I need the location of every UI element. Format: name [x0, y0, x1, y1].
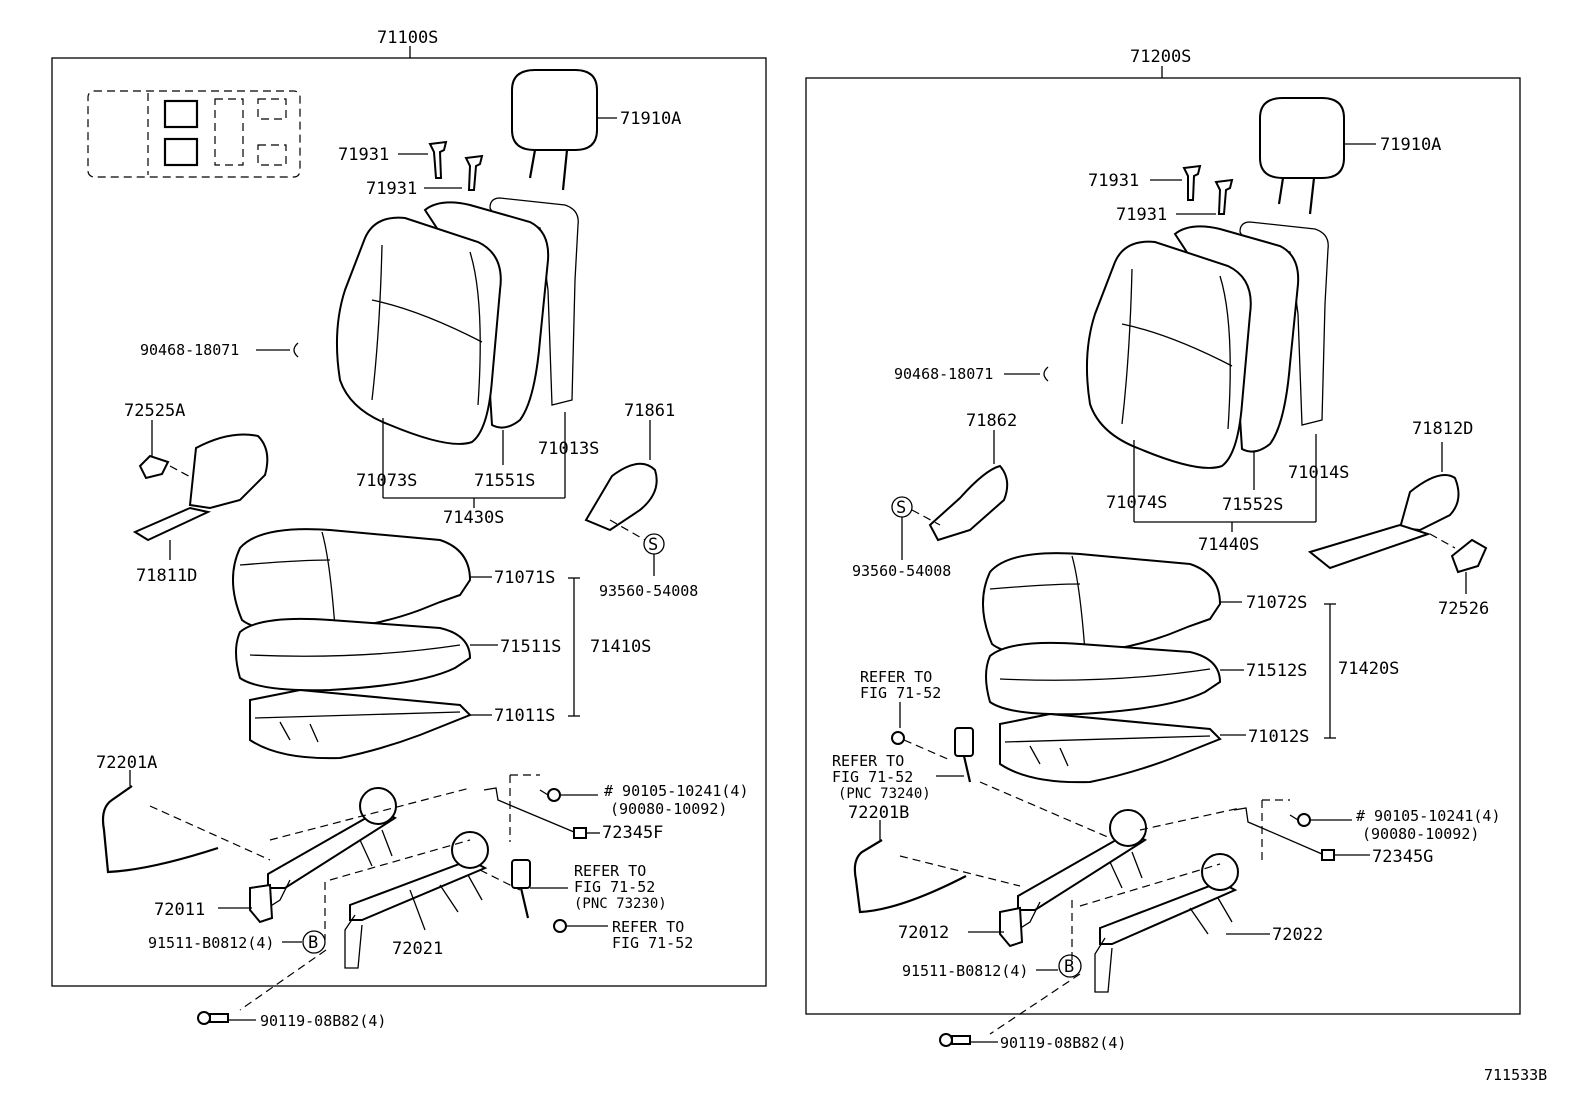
right-wire	[853, 781, 1111, 914]
left-refer1-line1[interactable]: REFER TO	[574, 862, 646, 880]
right-headrest-guides	[1150, 164, 1234, 215]
left-assembly-frame	[51, 57, 767, 987]
left-back-pad-label[interactable]: 71551S	[474, 471, 535, 491]
right-screw-label[interactable]: 93560-54008	[852, 562, 951, 580]
right-back-frame-label[interactable]: 71014S	[1288, 463, 1349, 483]
right-shield	[891, 430, 1009, 560]
right-bolt-a-label[interactable]: # 90105-10241(4)	[1356, 807, 1501, 825]
left-refer1-line3[interactable]: (PNC 73230)	[574, 896, 667, 912]
right-b-mark: B	[1064, 957, 1074, 977]
right-refer1-line2[interactable]: FIG 71-52	[860, 684, 941, 702]
right-adjuster-inner-label[interactable]: 72022	[1272, 925, 1323, 945]
left-b-mark: B	[308, 933, 318, 953]
left-shield-label[interactable]: 71861	[624, 401, 675, 421]
right-back-assy-label[interactable]: 71440S	[1198, 535, 1259, 555]
right-bottom-bolt	[939, 1033, 998, 1047]
right-headrest	[1259, 97, 1376, 215]
left-bottom-bolt	[197, 1011, 256, 1025]
left-cover-outer-label[interactable]: 71811D	[136, 566, 197, 586]
right-b-mark-circle	[1058, 954, 1082, 978]
left-refer2-line1[interactable]: REFER TO	[612, 918, 684, 936]
left-b-mark-circle	[302, 930, 326, 954]
left-seat-back	[335, 197, 579, 445]
left-cushion-frame-label[interactable]: 71011S	[494, 706, 555, 726]
right-assembly-label[interactable]: 71200S	[1130, 47, 1191, 67]
left-adjuster-outer-label[interactable]: 72011	[154, 900, 205, 920]
right-rod-label[interactable]: 72345G	[1372, 847, 1433, 867]
right-cushion-pad-label[interactable]: 71512S	[1246, 661, 1307, 681]
right-seat-back	[1085, 221, 1329, 469]
right-refer2-line3[interactable]: (PNC 73240)	[838, 786, 931, 802]
right-cushion-cover-label[interactable]: 71072S	[1246, 593, 1307, 613]
left-guide-1-label[interactable]: 71931	[338, 145, 389, 165]
left-b-bolt-label[interactable]: 91511-B0812(4)	[148, 934, 274, 952]
left-cushion-pad-label[interactable]: 71511S	[500, 637, 561, 657]
left-bolt-b-label[interactable]: (90080-10092)	[610, 800, 727, 818]
right-b-bolt-label[interactable]: 91511-B0812(4)	[902, 962, 1028, 980]
right-seat-assembly: 71200S 71910A 71931 71931	[805, 47, 1521, 1052]
right-back-pad-label[interactable]: 71552S	[1222, 495, 1283, 515]
right-hinge-cover	[1307, 442, 1488, 594]
left-seat-assembly: 71100S 71910A 71931 71931	[51, 28, 767, 1030]
left-rod-label[interactable]: 72345F	[602, 823, 663, 843]
left-assembly-label[interactable]: 71100S	[377, 28, 438, 48]
right-adjuster-outer-label[interactable]: 72012	[898, 923, 949, 943]
right-hinge-cap-label[interactable]: 72526	[1438, 599, 1489, 619]
left-adjusters	[218, 787, 521, 969]
figure-id: 711533B	[1484, 1066, 1547, 1084]
right-bottom-bolt-label[interactable]: 90119-08B82(4)	[1000, 1034, 1126, 1052]
left-shield	[584, 420, 665, 576]
right-shield-label[interactable]: 71862	[966, 411, 1017, 431]
left-headrest	[511, 69, 617, 191]
left-refer1-line2[interactable]: FIG 71-52	[574, 878, 655, 896]
left-headrest-guides	[398, 140, 484, 191]
left-guide-2-label[interactable]: 71931	[366, 179, 417, 199]
left-hinge-cap-label[interactable]: 72525A	[124, 401, 185, 421]
right-cushion-assy-label[interactable]: 71420S	[1338, 659, 1399, 679]
left-screw-label[interactable]: 93560-54008	[599, 582, 698, 600]
left-hinge-cover	[132, 420, 269, 560]
right-assembly-frame	[805, 77, 1521, 1015]
right-buckle	[891, 727, 974, 783]
right-seat-cushion	[981, 552, 1222, 784]
right-adjusters	[968, 807, 1270, 993]
right-cushion-frame-label[interactable]: 71012S	[1248, 727, 1309, 747]
right-s-mark: S	[896, 498, 906, 518]
left-cushion-cover-label[interactable]: 71071S	[494, 568, 555, 588]
right-guide-1-label[interactable]: 71931	[1088, 171, 1139, 191]
left-back-assy-label[interactable]: 71430S	[443, 508, 504, 528]
right-rod-and-bolts	[1233, 799, 1370, 862]
right-refer2-line2[interactable]: FIG 71-52	[832, 768, 913, 786]
left-adjuster-inner-label[interactable]: 72021	[392, 939, 443, 959]
right-bolt-b-label[interactable]: (90080-10092)	[1362, 825, 1479, 843]
right-back-cover-label[interactable]: 71074S	[1106, 493, 1167, 513]
left-wire	[101, 770, 271, 874]
left-back-frame-label[interactable]: 71013S	[538, 439, 599, 459]
left-bottom-bolt-label[interactable]: 90119-08B82(4)	[260, 1012, 386, 1030]
left-buckle	[511, 859, 608, 933]
left-cushion-assy-label[interactable]: 71410S	[590, 637, 651, 657]
left-s-mark: S	[648, 535, 658, 555]
right-wire-label[interactable]: 72201B	[848, 803, 909, 823]
right-cover-outer-label[interactable]: 71812D	[1412, 419, 1473, 439]
left-back-cover-label[interactable]: 71073S	[356, 471, 417, 491]
left-wire-label[interactable]: 72201A	[96, 753, 157, 773]
left-refer2-line2[interactable]: FIG 71-52	[612, 934, 693, 952]
right-guide-2-label[interactable]: 71931	[1116, 205, 1167, 225]
left-bolt-a-label[interactable]: # 90105-10241(4)	[604, 782, 749, 800]
left-headrest-label[interactable]: 71910A	[620, 109, 681, 129]
left-rod-and-bolts	[483, 774, 600, 842]
left-seat-position-inset	[87, 90, 301, 178]
right-refer1-line1[interactable]: REFER TO	[860, 668, 932, 686]
right-clip-label[interactable]: 90468-18071	[894, 365, 993, 383]
right-refer2-line1[interactable]: REFER TO	[832, 752, 904, 770]
left-seat-cushion	[231, 528, 472, 760]
right-headrest-label[interactable]: 71910A	[1380, 135, 1441, 155]
left-clip-label[interactable]: 90468-18071	[140, 341, 239, 359]
